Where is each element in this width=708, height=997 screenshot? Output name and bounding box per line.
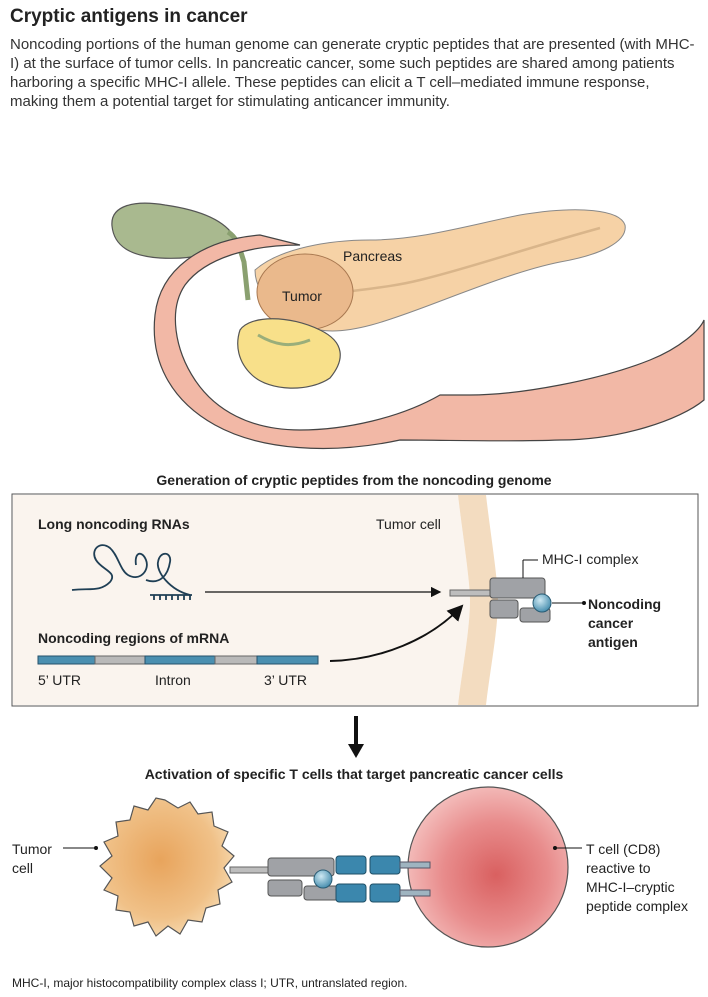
tcell-shape <box>407 786 569 948</box>
tumor-cell-caption-line2: cell <box>12 860 34 876</box>
utr3-label: 3’ UTR <box>264 672 308 688</box>
tumor-cell-label: Tumor cell <box>376 516 441 532</box>
lncrna-label: Long noncoding RNAs <box>38 516 190 532</box>
tumor-label: Tumor <box>282 288 322 304</box>
tumor-cell-caption-line1: Tumor <box>12 841 52 857</box>
intron-label: Intron <box>155 672 191 688</box>
generation-heading: Generation of cryptic peptides from the … <box>156 472 552 488</box>
tcell-caption-line1: T cell (CD8) <box>586 841 661 857</box>
tcell-caption-line3: MHC-I–cryptic <box>586 879 675 895</box>
antigen-label-line2: cancer <box>588 615 634 631</box>
intro-paragraph: Noncoding portions of the human genome c… <box>10 36 695 110</box>
tumor-cell-shape <box>99 797 235 937</box>
mrna-arrow <box>329 604 464 662</box>
utr5-label: 5’ UTR <box>38 672 82 688</box>
tcell-caption: T cell (CD8) reactive to MHC-I–cryptic p… <box>586 840 688 916</box>
antigen-label: Noncoding cancer antigen <box>588 595 661 652</box>
cell-membrane <box>458 495 498 705</box>
mhc-complex-icon <box>449 577 552 623</box>
anatomy-illustration <box>111 202 705 450</box>
antigen-label-line1: Noncoding <box>588 596 662 612</box>
mrna-bar <box>37 655 319 665</box>
page-title: Cryptic antigens in cancer <box>10 6 248 27</box>
tumor-cell-caption: Tumor cell <box>12 840 52 878</box>
mhc-label: MHC-I complex <box>542 551 639 567</box>
pancreas-label: Pancreas <box>343 248 403 264</box>
lncrna-hairpin-icon <box>71 544 192 600</box>
mrna-label: Noncoding regions of mRNA <box>38 630 230 646</box>
duodenum <box>153 234 705 450</box>
tcell-caption-line2: reactive to <box>586 860 651 876</box>
footnote: MHC-I, major histocompatibility complex … <box>12 976 408 990</box>
tcell-caption-line4: peptide complex <box>586 898 688 914</box>
antigen-label-line3: antigen <box>588 634 638 650</box>
activation-heading: Activation of specific T cells that targ… <box>144 766 564 782</box>
pancreas-head <box>237 318 341 389</box>
cell-interior <box>13 495 470 705</box>
mhc-tcr-complex-icon <box>229 855 431 903</box>
